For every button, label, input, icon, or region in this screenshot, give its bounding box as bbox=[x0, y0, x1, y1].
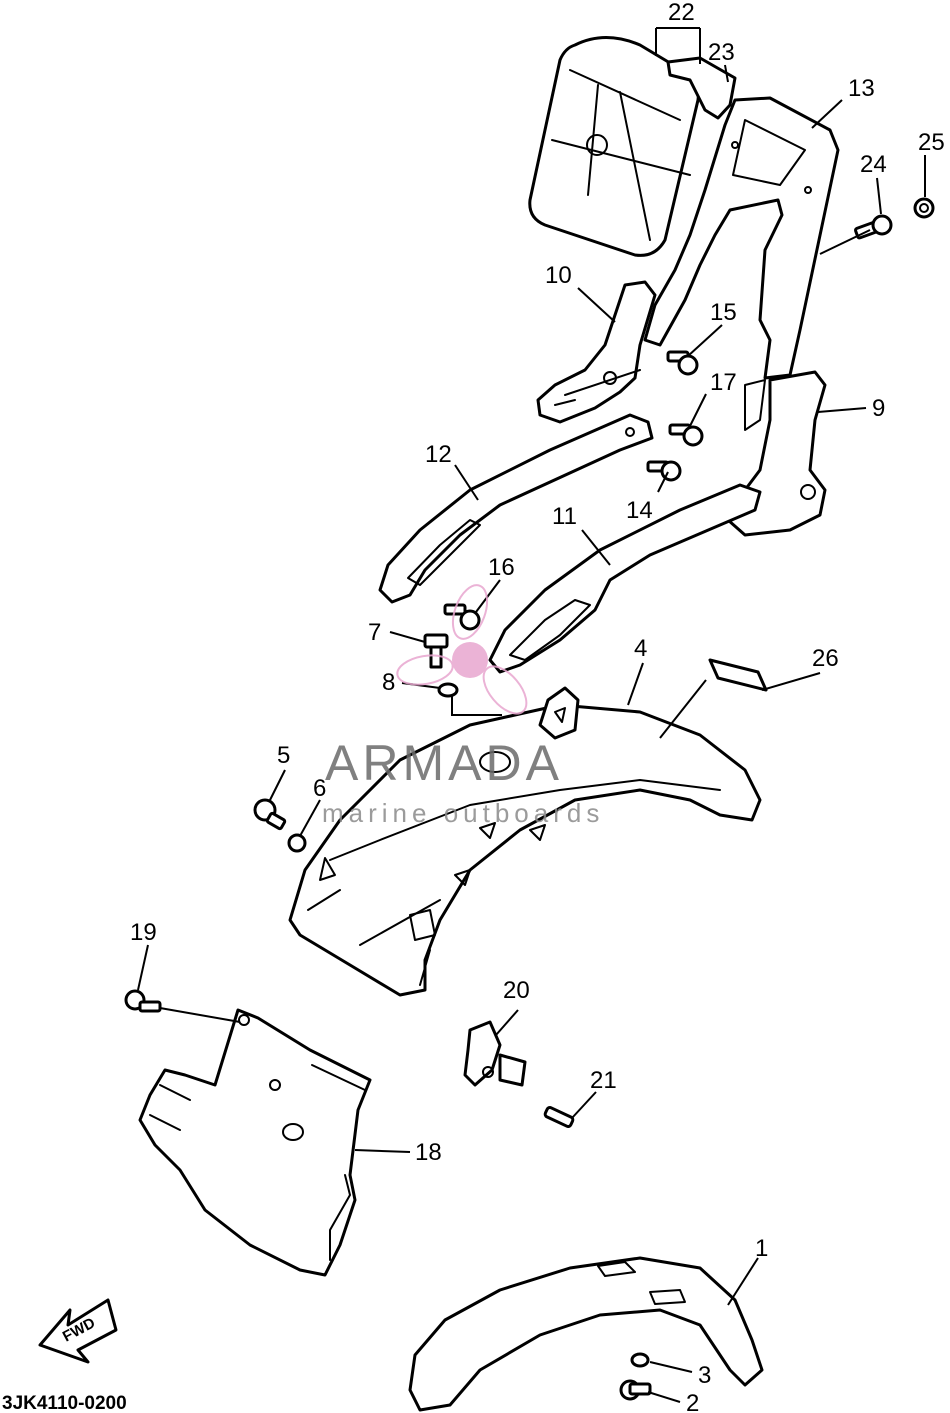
bolt-14[interactable] bbox=[646, 460, 682, 482]
watermark: ARMADA marine outboards bbox=[322, 584, 604, 828]
callout-10: 10 bbox=[545, 262, 572, 289]
leader-lines bbox=[137, 27, 926, 1403]
watermark-tagline: marine outboards bbox=[322, 798, 604, 828]
callout-18: 18 bbox=[415, 1139, 442, 1166]
bolt-19[interactable] bbox=[124, 989, 162, 1013]
callout-4: 4 bbox=[634, 635, 647, 662]
callout-24: 24 bbox=[860, 151, 887, 178]
bolt-16[interactable] bbox=[443, 603, 481, 631]
bolt-15[interactable] bbox=[666, 350, 699, 376]
callout-3: 3 bbox=[698, 1362, 711, 1389]
reflector-bracket[interactable] bbox=[463, 1020, 527, 1087]
bolt-7[interactable] bbox=[423, 633, 449, 669]
bolt-5[interactable] bbox=[253, 798, 287, 831]
nut-3[interactable] bbox=[630, 1352, 650, 1368]
watermark-brand: ARMADA bbox=[325, 735, 563, 791]
callout-9: 9 bbox=[872, 395, 885, 422]
fender-bracket[interactable] bbox=[538, 686, 580, 740]
callout-2: 2 bbox=[686, 1390, 699, 1413]
right-grab-rail[interactable] bbox=[488, 483, 762, 674]
callout-19: 19 bbox=[130, 919, 157, 946]
watermark-logo-icon bbox=[396, 584, 528, 715]
callout-1: 1 bbox=[755, 1235, 768, 1262]
callout-26: 26 bbox=[812, 645, 839, 672]
callout-15: 15 bbox=[710, 299, 737, 326]
washer-8[interactable] bbox=[437, 682, 459, 698]
left-grab-rail[interactable] bbox=[378, 413, 654, 604]
callout-14: 14 bbox=[626, 497, 653, 524]
hinge-bracket[interactable] bbox=[536, 280, 657, 424]
callout-12: 12 bbox=[425, 441, 452, 468]
fender-label[interactable] bbox=[708, 658, 768, 692]
nut-25[interactable] bbox=[913, 197, 935, 219]
forward-arrow: FWD bbox=[38, 1298, 118, 1364]
callout-16: 16 bbox=[488, 554, 515, 581]
inner-mudguard[interactable] bbox=[138, 1008, 372, 1277]
callout-labels: 22 23 13 25 24 10 15 17 9 12 14 11 16 7 … bbox=[130, 0, 945, 1413]
callout-25: 25 bbox=[918, 129, 945, 156]
screw-21[interactable] bbox=[543, 1106, 575, 1128]
callout-5: 5 bbox=[277, 742, 290, 769]
callout-11: 11 bbox=[552, 503, 577, 530]
callout-20: 20 bbox=[503, 977, 530, 1004]
callout-21: 21 bbox=[590, 1067, 617, 1094]
backrest-pad[interactable] bbox=[528, 36, 700, 257]
callout-7: 7 bbox=[368, 619, 381, 646]
callout-17: 17 bbox=[710, 369, 737, 396]
backrest-bracket[interactable] bbox=[666, 56, 737, 120]
callout-13: 13 bbox=[848, 75, 875, 102]
callout-23: 23 bbox=[708, 39, 735, 66]
callout-8: 8 bbox=[382, 669, 395, 696]
diagram-code: 3JK4110-0200 bbox=[2, 1393, 127, 1413]
callout-6: 6 bbox=[313, 775, 326, 802]
bolt-2[interactable] bbox=[619, 1379, 652, 1401]
callout-22: 22 bbox=[668, 0, 695, 26]
backrest-frame[interactable] bbox=[643, 96, 840, 380]
front-fender[interactable] bbox=[408, 1256, 764, 1412]
nut-6[interactable] bbox=[287, 833, 307, 853]
bolt-17[interactable] bbox=[668, 423, 704, 447]
